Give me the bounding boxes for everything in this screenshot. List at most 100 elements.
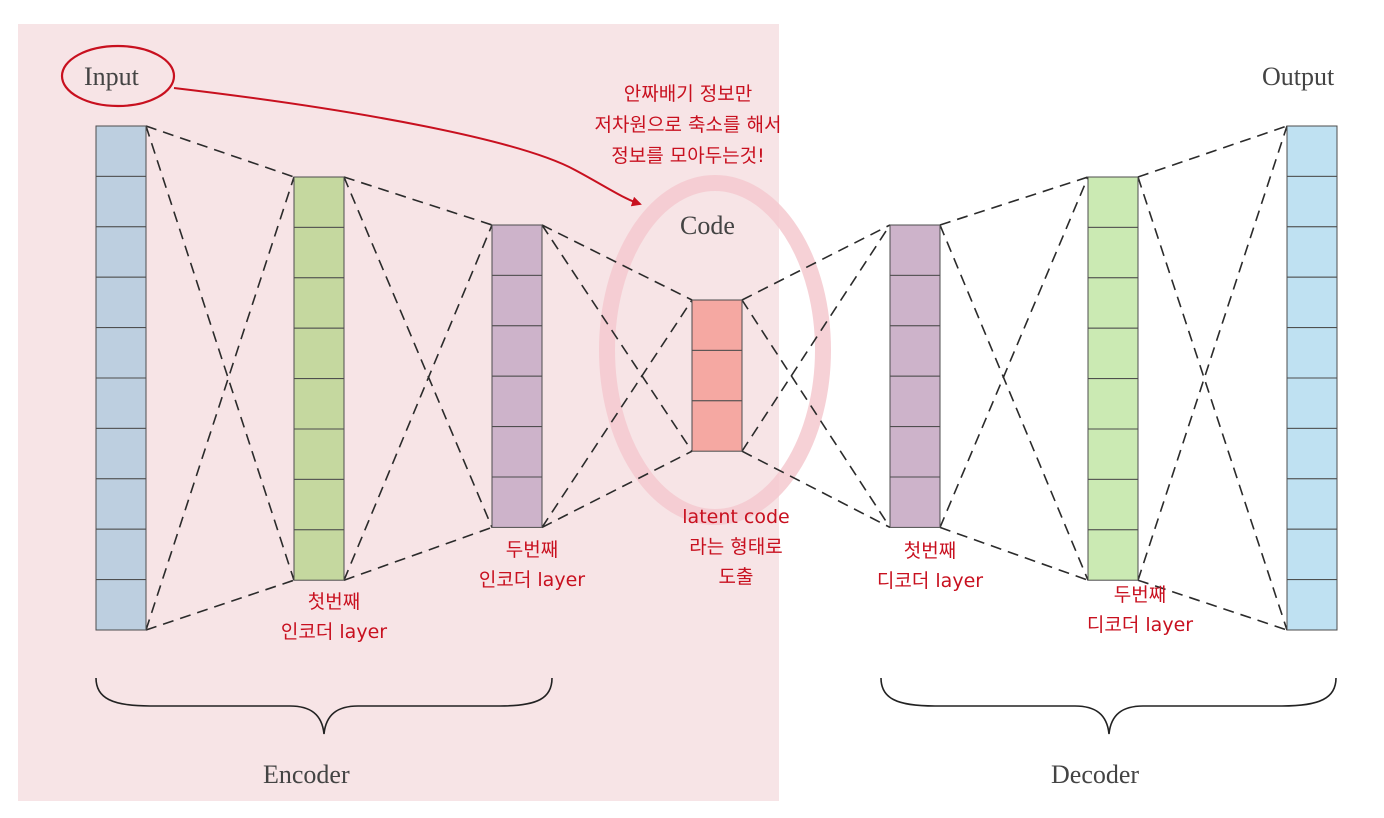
layer-output-cell bbox=[1286, 528, 1338, 581]
layer-enc1-cell bbox=[293, 529, 345, 581]
layer-dec2 bbox=[1087, 176, 1139, 581]
connection-line bbox=[741, 224, 891, 301]
input-to-code-arrow bbox=[173, 87, 642, 207]
input-label: Input bbox=[84, 62, 140, 91]
connection-line bbox=[343, 176, 493, 226]
layer-output-cell bbox=[1286, 478, 1338, 530]
layer-enc1-cell bbox=[293, 226, 345, 279]
layer-input-cell bbox=[95, 478, 147, 530]
layer-code-cell bbox=[691, 400, 743, 452]
layer-columns bbox=[95, 125, 1338, 631]
layer-input-cell bbox=[95, 377, 147, 429]
connection-line bbox=[145, 579, 295, 631]
layer-dec2-cell bbox=[1087, 378, 1139, 430]
layer-dec2-cell bbox=[1087, 428, 1139, 480]
connection-line bbox=[741, 299, 891, 528]
layer-dec2-cell bbox=[1087, 226, 1139, 279]
layer-input-cell bbox=[95, 125, 147, 177]
layer-input bbox=[95, 125, 147, 631]
connection-line bbox=[939, 176, 1089, 528]
layer-enc2-cell bbox=[491, 476, 543, 528]
layer-dec1-cell bbox=[889, 426, 941, 478]
connection-line bbox=[1137, 176, 1288, 631]
connection-line bbox=[939, 176, 1089, 226]
encoder-label: Encoder bbox=[263, 760, 350, 789]
connection-line bbox=[541, 224, 693, 452]
layer-enc2-cell bbox=[491, 274, 543, 327]
layer-input-cell bbox=[95, 579, 147, 631]
connection-line bbox=[741, 224, 891, 452]
layer-dec1-cell bbox=[889, 224, 941, 276]
layer-dec1-cell bbox=[889, 325, 941, 377]
annotation-line: 도출 bbox=[719, 566, 754, 588]
annotation-line: 라는 형태로 bbox=[689, 536, 782, 558]
layer-output-cell bbox=[1286, 327, 1338, 379]
layer-dec1-cell bbox=[889, 274, 941, 327]
decoder-label: Decoder bbox=[1051, 760, 1139, 789]
layer-output-cell bbox=[1286, 125, 1338, 177]
layer-enc2-cell bbox=[491, 375, 543, 428]
layer-input-cell bbox=[95, 327, 147, 379]
layer-dec1-cell bbox=[889, 476, 941, 528]
layer-output-cell bbox=[1286, 175, 1338, 228]
connection-line bbox=[541, 450, 693, 529]
connection-line bbox=[343, 526, 493, 581]
layer-enc1-cell bbox=[293, 277, 345, 329]
layer-code-cell bbox=[691, 299, 743, 351]
layer-enc2 bbox=[491, 224, 543, 528]
encoder-brace bbox=[95, 677, 553, 735]
connection-line bbox=[741, 450, 891, 529]
connection-line bbox=[145, 176, 295, 631]
layer-input-cell bbox=[95, 276, 147, 329]
connection-line bbox=[343, 176, 493, 528]
layer-dec2-cell bbox=[1087, 176, 1139, 228]
connection-line bbox=[145, 125, 295, 581]
layer-input-cell bbox=[95, 427, 147, 480]
layer-enc2-cell bbox=[491, 426, 543, 478]
output-label: Output bbox=[1262, 62, 1335, 91]
connection-lines bbox=[145, 125, 1288, 631]
connection-line bbox=[343, 224, 493, 581]
layer-code bbox=[691, 299, 743, 452]
decoder-brace bbox=[880, 677, 1337, 735]
connection-line bbox=[939, 224, 1089, 581]
layer-enc1-cell bbox=[293, 327, 345, 380]
layer-enc1-cell bbox=[293, 176, 345, 228]
layer-output-cell bbox=[1286, 427, 1338, 480]
annotation-line: 두번째 bbox=[1114, 584, 1166, 606]
annotation-line: 디코더 layer bbox=[1087, 614, 1193, 636]
layer-input-cell bbox=[95, 226, 147, 278]
annotation-line: latent code bbox=[682, 506, 789, 528]
connection-line bbox=[1137, 579, 1288, 631]
code-highlight-ring bbox=[599, 175, 831, 525]
layer-output bbox=[1286, 125, 1338, 631]
connection-line bbox=[1137, 125, 1288, 581]
annotation-line: 저차원으로 축소를 해서 bbox=[595, 114, 782, 136]
connection-line bbox=[145, 125, 295, 178]
connection-line bbox=[541, 224, 693, 301]
layer-enc1-cell bbox=[293, 478, 345, 531]
annotation-line: 디코더 layer bbox=[877, 570, 983, 592]
annotation-line: 인코더 layer bbox=[479, 569, 585, 591]
layer-enc2-cell bbox=[491, 224, 543, 276]
layer-enc1-cell bbox=[293, 378, 345, 430]
annotation-line: 두번째 bbox=[506, 539, 558, 561]
annotation-line: 첫번째 bbox=[904, 540, 956, 562]
annotation-line: 첫번째 bbox=[308, 591, 360, 613]
connection-line bbox=[939, 526, 1089, 581]
input-circle-mark bbox=[60, 44, 176, 108]
annotation-line: 인코더 layer bbox=[281, 621, 387, 643]
layer-enc2-cell bbox=[491, 325, 543, 377]
layer-dec2-cell bbox=[1087, 327, 1139, 380]
layer-enc1 bbox=[293, 176, 345, 581]
layer-output-cell bbox=[1286, 377, 1338, 429]
annotation-line: 안짜배기 정보만 bbox=[624, 83, 752, 105]
